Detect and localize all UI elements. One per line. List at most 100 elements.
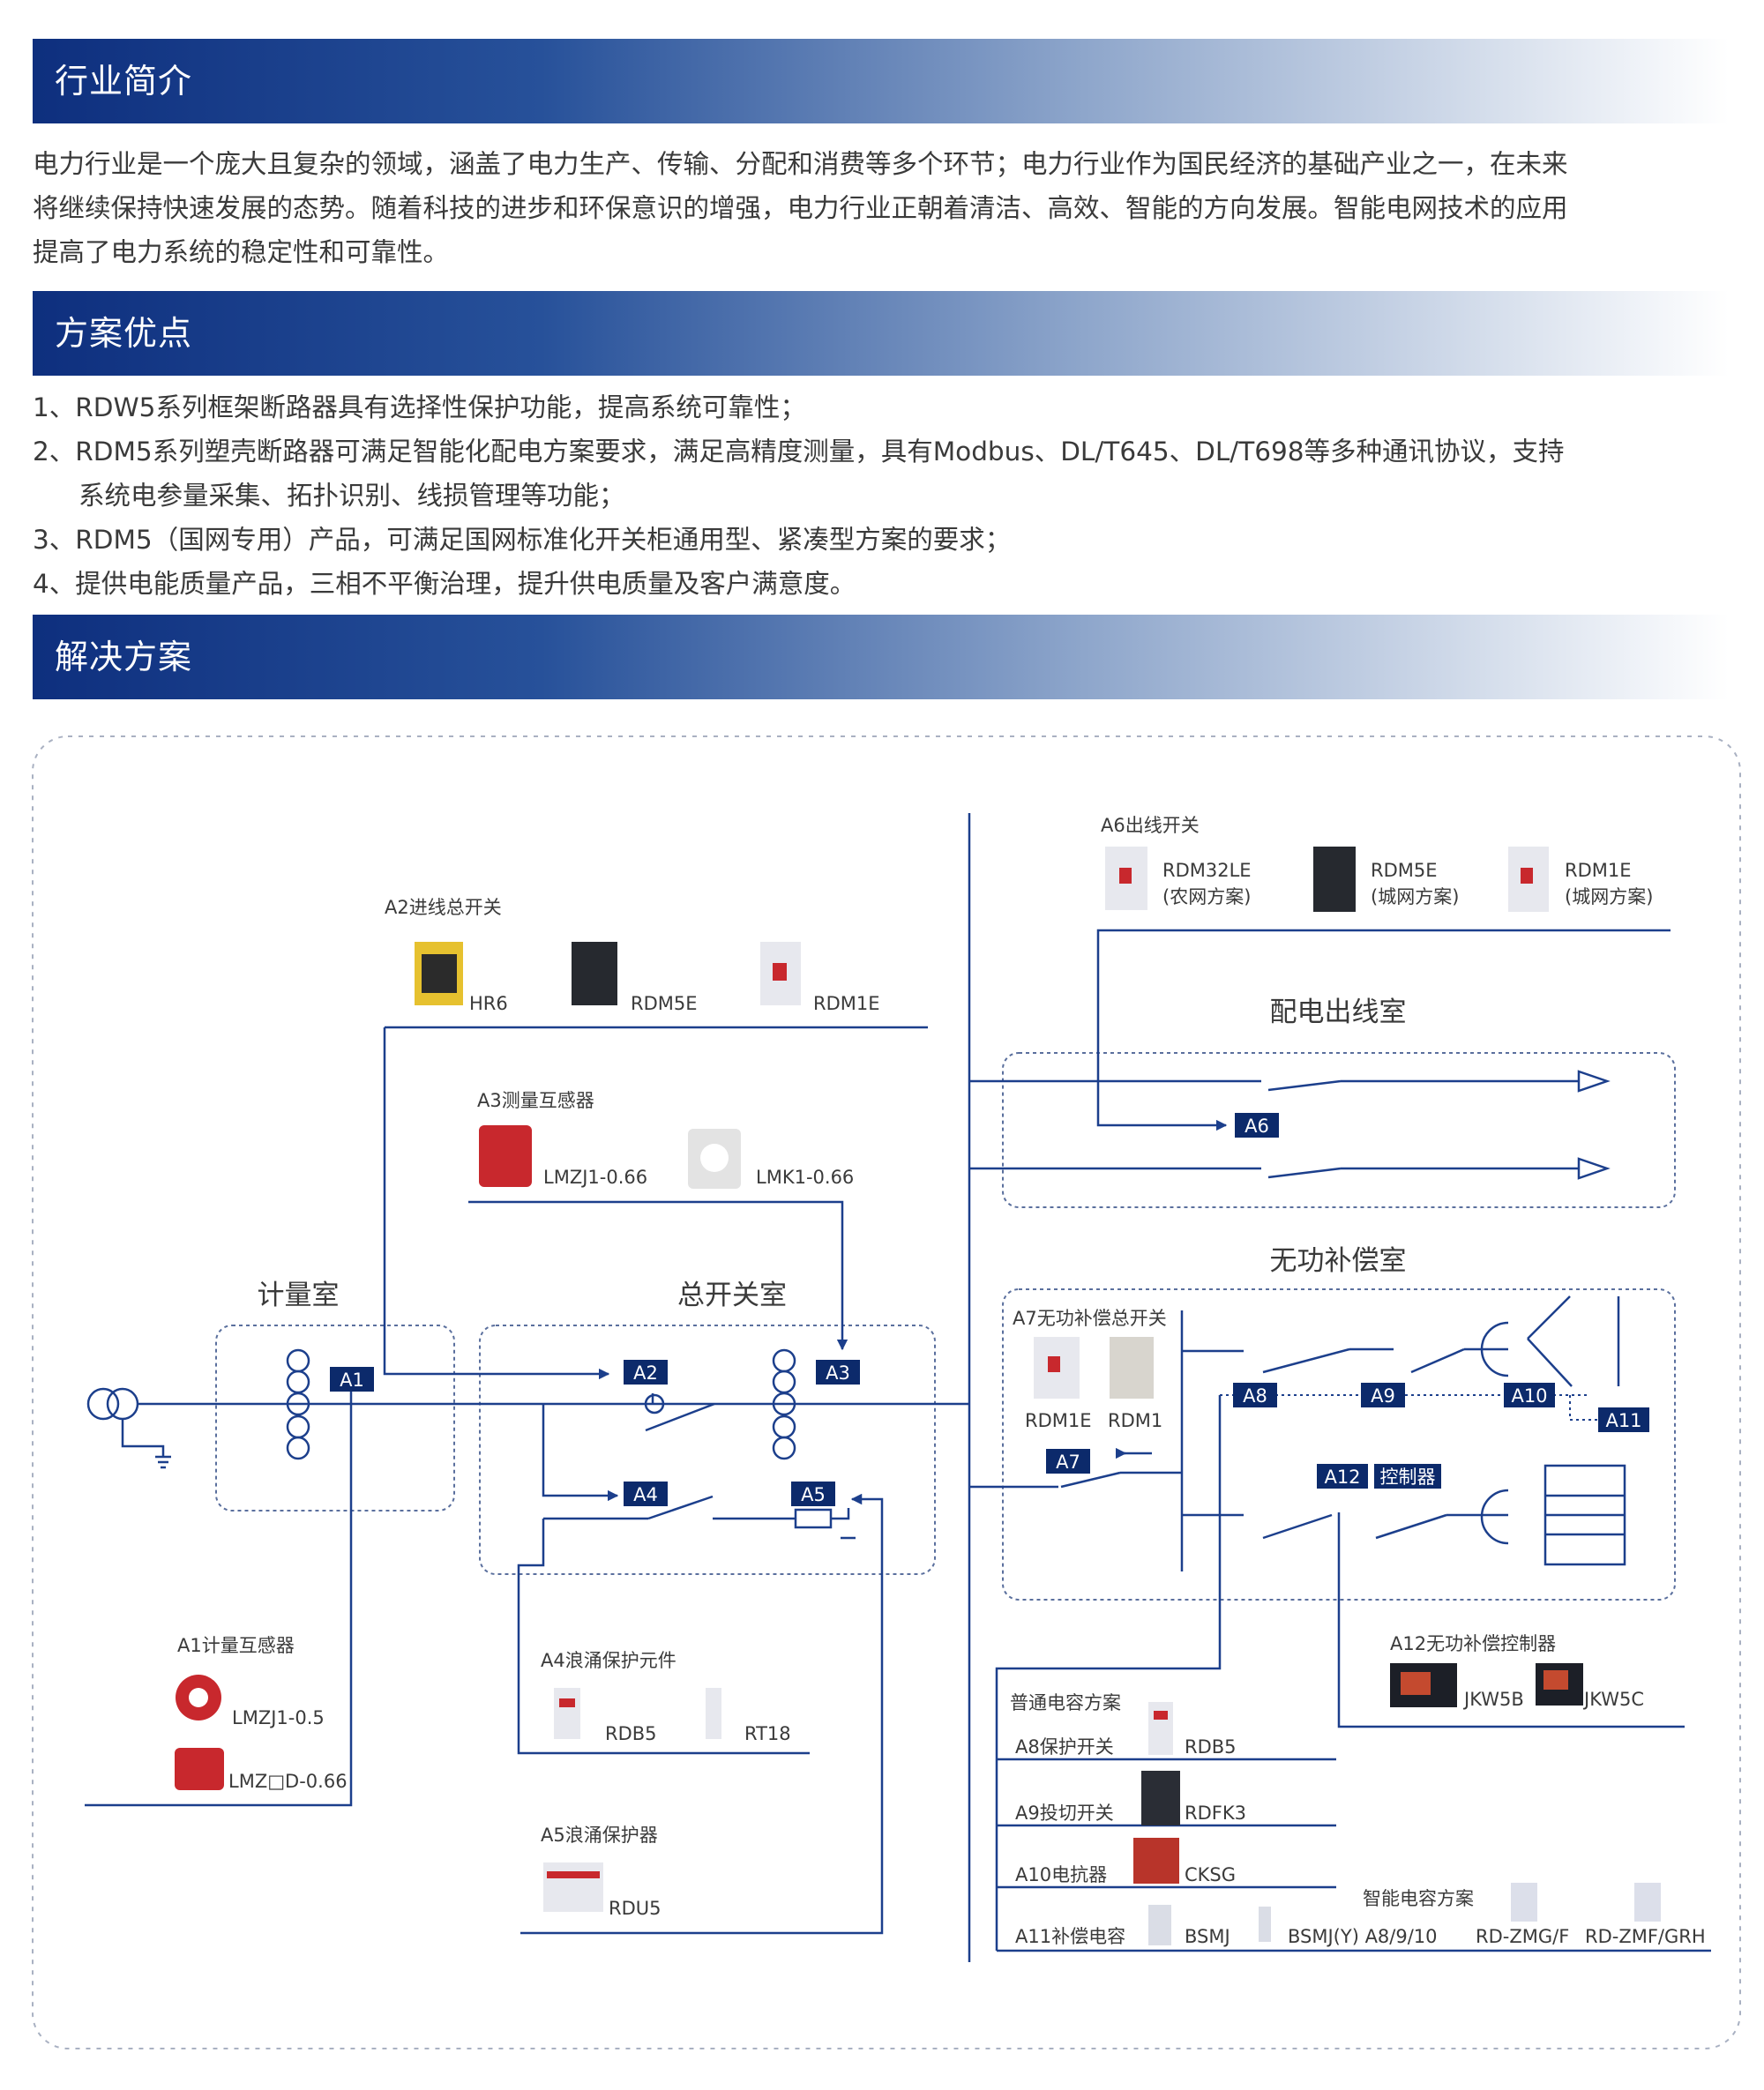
product-image-rdu5: [543, 1862, 603, 1912]
product-rdm1e-a7: RDM1E: [1025, 1410, 1092, 1431]
product-rdm1e-a6-note: (城网方案): [1565, 886, 1653, 907]
product-jkw5b: JKW5B: [1462, 1689, 1524, 1710]
tag-controller: [1374, 1464, 1441, 1489]
group-title-a3: A3测量互感器: [477, 1090, 594, 1111]
diagram-frame: [32, 735, 1741, 2049]
product-lmzj1-066: LMZJ1-0.66: [543, 1167, 647, 1188]
row-product-a10: CKSG: [1185, 1864, 1236, 1885]
product-jkw5c: JKW5C: [1582, 1689, 1644, 1710]
tag-a7: [1046, 1449, 1090, 1474]
group-title-a6: A6出线开关: [1101, 815, 1200, 836]
product-lmzd-066: LMZ□D-0.66: [228, 1771, 348, 1792]
product-image-rdb5-a8: [1148, 1702, 1173, 1755]
tag-a6-label: A6: [1245, 1116, 1269, 1137]
product-image-bsmj-y: [1259, 1907, 1271, 1942]
group-title-a7: A7无功补偿总开关: [1013, 1308, 1167, 1329]
product-lmk1-066: LMK1-0.66: [756, 1167, 854, 1188]
section-header-solution: 解决方案: [33, 615, 1729, 699]
room-title-reactive: 无功补偿室: [1270, 1245, 1407, 1277]
intro-paragraph: 电力行业是一个庞大且复杂的领域，涵盖了电力生产、传输、分配和消费等多个环节；电力…: [33, 142, 1735, 274]
product-rdu5: RDU5: [609, 1898, 662, 1919]
tag-a1: [330, 1367, 374, 1392]
tag-a11-label: A11: [1605, 1410, 1641, 1431]
metering-room-box: [215, 1325, 455, 1512]
advantage-item-3: 3、RDM5（国网专用）产品，可满足国网标准化开关柜通用型、紧凑型方案的要求；: [33, 525, 1012, 555]
product-image-rt18: [706, 1688, 721, 1739]
smart-product-2: RD-ZMF/GRH: [1585, 1926, 1706, 1947]
row-label-a8: A8保护开关: [1015, 1736, 1114, 1758]
product-image-bsmj: [1148, 1905, 1171, 1945]
tag-a5-label: A5: [801, 1484, 826, 1505]
tag-a4: [624, 1482, 668, 1506]
distribution-room-box: [1002, 1052, 1676, 1208]
row-product-a11: BSMJ: [1185, 1926, 1230, 1947]
tag-a5: [791, 1482, 835, 1506]
product-rdm5e-a6: RDM5E: [1371, 860, 1438, 881]
product-rdm5e: RDM5E: [631, 993, 698, 1014]
tag-a9-label: A9: [1371, 1385, 1395, 1407]
product-rdm1e: RDM1E: [813, 993, 880, 1014]
row-product-a8: RDB5: [1185, 1736, 1237, 1758]
group-title-a5: A5浪涌保护器: [541, 1825, 658, 1846]
row-label-a11: A11补偿电容: [1015, 1926, 1125, 1947]
product-rdm1e-a6: RDM1E: [1565, 860, 1632, 881]
transformer-coil: [106, 1387, 139, 1421]
smart-capacitor-title: 智能电容方案: [1363, 1888, 1474, 1909]
tag-controller-label: 控制器: [1380, 1467, 1436, 1488]
product-image-rd-zmf-grh: [1634, 1883, 1661, 1922]
tag-a4-label: A4: [633, 1484, 658, 1505]
tag-a2-label: A2: [633, 1362, 658, 1384]
group-title-a4: A4浪涌保护元件: [541, 1650, 676, 1671]
section-header-advantages: 方案优点: [33, 291, 1729, 376]
tag-a11: [1598, 1407, 1649, 1432]
group-title-a12: A12无功补偿控制器: [1390, 1633, 1556, 1654]
product-rt18: RT18: [744, 1723, 791, 1744]
product-hr6: HR6: [469, 993, 508, 1014]
main-switch-room-box: [479, 1325, 936, 1575]
tag-a10-label: A10: [1511, 1385, 1547, 1407]
transformer-coil: [86, 1387, 120, 1421]
extra-product-bsmj-y: BSMJ(Y) A8/9/10: [1288, 1926, 1438, 1947]
product-rdb5-a4: RDB5: [605, 1723, 657, 1744]
row-label-a9: A9投切开关: [1015, 1803, 1114, 1824]
intro-line: 将继续保持快速发展的态势。随着科技的进步和环保意识的增强，电力行业正朝着清洁、高…: [33, 193, 1568, 223]
tag-a12: [1317, 1464, 1368, 1489]
product-image-rdm5e-a6: [1313, 847, 1356, 912]
product-image-rdm1: [1110, 1337, 1154, 1399]
product-image-rdb5-a4: [554, 1688, 580, 1739]
tag-a8: [1233, 1383, 1277, 1407]
group-title-a2: A2进线总开关: [385, 897, 502, 918]
product-lmzj1-05: LMZJ1-0.5: [232, 1707, 325, 1728]
intro-line: 电力行业是一个庞大且复杂的领域，涵盖了电力生产、传输、分配和消费等多个环节；电力…: [33, 149, 1568, 179]
tag-a10: [1504, 1383, 1555, 1407]
product-image-lmzd-066: [175, 1748, 224, 1790]
tag-a3-label: A3: [826, 1362, 850, 1384]
reactive-room-box: [1002, 1288, 1676, 1601]
product-rdm32le: RDM32LE: [1162, 860, 1252, 881]
tag-a1-label: A1: [340, 1370, 364, 1391]
product-image-rdfk3: [1141, 1771, 1180, 1825]
tag-a9: [1361, 1383, 1405, 1407]
product-image-rdm5e: [572, 942, 617, 1005]
intro-line: 提高了电力系统的稳定性和可靠性。: [33, 237, 450, 267]
section-title-solution: 解决方案: [55, 638, 193, 676]
product-image-cksg: [1133, 1838, 1179, 1884]
smart-product-1: RD-ZMG/F: [1476, 1926, 1569, 1947]
room-title-main-switch: 总开关室: [677, 1280, 787, 1311]
product-rdm1: RDM1: [1108, 1410, 1162, 1431]
advantage-item-2: 2、RDM5系列塑壳断路器可满足智能化配电方案要求，满足高精度测量，具有Modb…: [33, 437, 1565, 467]
tag-a8-label: A8: [1243, 1385, 1267, 1407]
group-title-a1: A1计量互感器: [177, 1635, 295, 1656]
advantage-item-4: 4、提供电能质量产品，三相不平衡治理，提升供电质量及客户满意度。: [33, 569, 856, 599]
advantage-item-1: 1、RDW5系列框架断路器具有选择性保护功能，提高系统可靠性；: [33, 392, 806, 422]
tag-a6: [1235, 1113, 1279, 1138]
room-title-metering: 计量室: [258, 1280, 340, 1311]
section-title-intro: 行业简介: [55, 62, 193, 101]
room-title-distribution: 配电出线室: [1270, 996, 1407, 1028]
tag-a7-label: A7: [1056, 1452, 1080, 1473]
row-product-a9: RDFK3: [1185, 1803, 1246, 1824]
product-image-lmzj1-066: [479, 1125, 532, 1187]
common-capacitor-title: 普通电容方案: [1010, 1692, 1121, 1713]
section-header-intro: 行业简介: [33, 39, 1729, 123]
